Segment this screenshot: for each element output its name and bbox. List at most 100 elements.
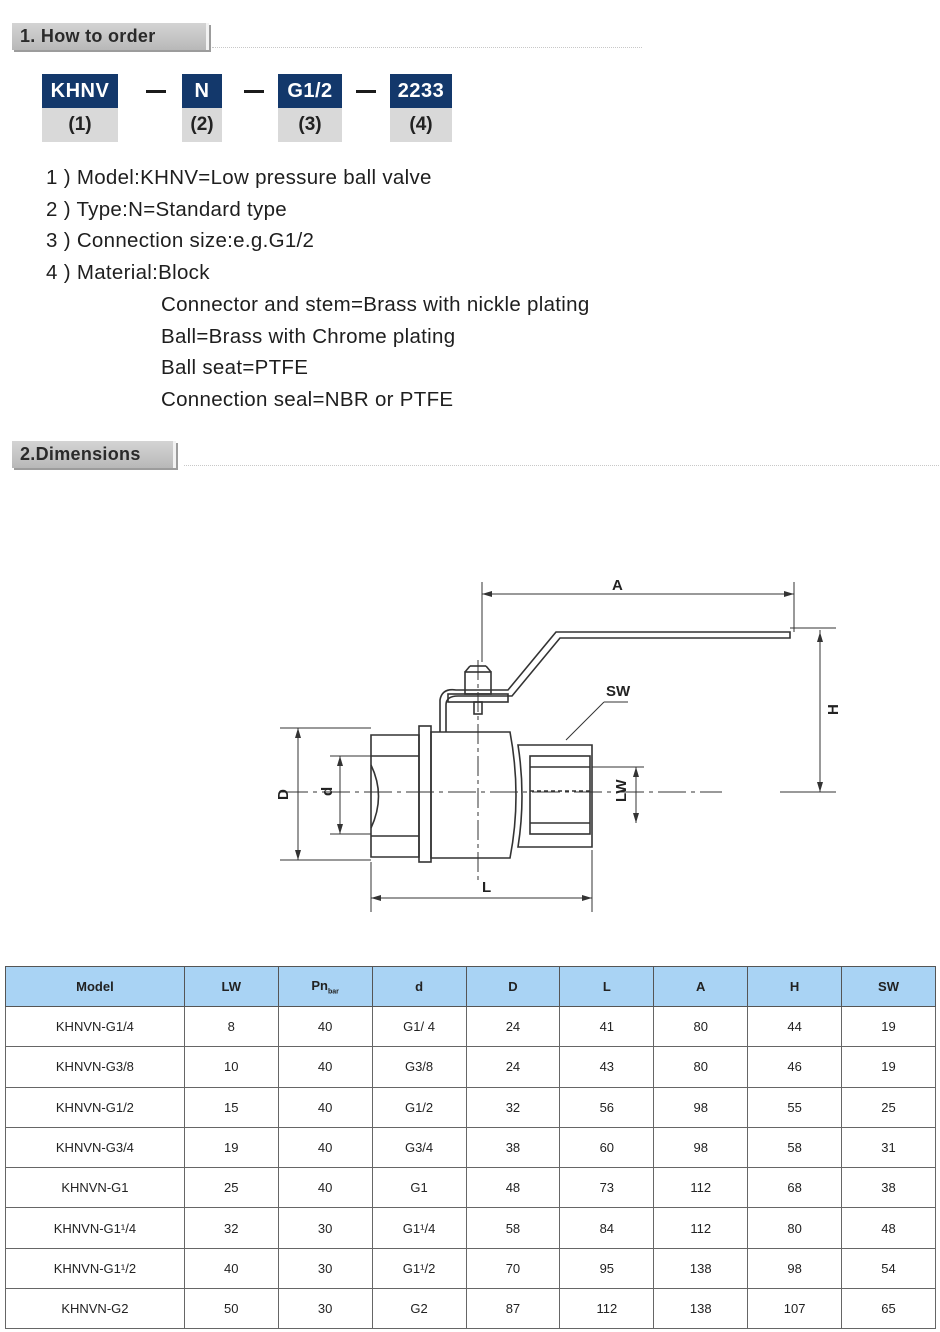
table-cell: 112 [559, 1288, 655, 1330]
section-dimensions-header: 2.Dimensions [12, 440, 939, 468]
table-cell: G1¹/2 [371, 1247, 467, 1290]
table-cell: 138 [653, 1247, 749, 1290]
table-cell: 112 [653, 1167, 749, 1209]
table-cell: G1 [371, 1167, 467, 1209]
table-cell: 56 [559, 1086, 655, 1128]
column-header-pn: Pn [311, 977, 328, 993]
label-sw: SW [606, 683, 631, 700]
table-cell: G3/4 [371, 1126, 467, 1169]
code-separator [356, 90, 376, 93]
table-cell: KHNVN-G3/8 [5, 1046, 185, 1088]
code-index: (4) [390, 108, 452, 142]
table-cell: 87 [465, 1288, 561, 1330]
label-h: H [825, 704, 842, 715]
code-type: N [182, 74, 222, 108]
code-size: G1/2 [278, 74, 342, 108]
label-lw: LW [613, 779, 630, 802]
table-cell: 43 [559, 1046, 655, 1088]
code-index: (3) [278, 108, 342, 142]
table-cell: 73 [559, 1167, 655, 1209]
table-cell: 19 [841, 1046, 936, 1088]
table-cell: 48 [841, 1207, 936, 1249]
table-cell: G1/2 [371, 1086, 467, 1128]
description-line: 4 ) Material:Block [46, 261, 210, 285]
code-model: KHNV [42, 74, 118, 108]
table-cell: 38 [465, 1126, 561, 1169]
table-cell: 40 [277, 1086, 373, 1128]
table-cell: 25 [183, 1167, 279, 1209]
table-cell: KHNVN-G1 [5, 1167, 185, 1209]
table-header-row: Model LW Pnbar d D L A H SW [5, 966, 936, 1007]
column-header-pn-unit: bar [328, 988, 339, 996]
table-cell: 48 [465, 1167, 561, 1209]
table-cell: 65 [841, 1288, 936, 1330]
table-cell: 32 [183, 1207, 279, 1249]
table-cell: 80 [653, 1046, 749, 1088]
table-cell: 38 [841, 1167, 936, 1209]
table-cell: KHNVN-G1¹/2 [5, 1247, 185, 1290]
order-code-part-1: KHNV (1) [42, 74, 118, 142]
table-cell: 98 [653, 1086, 749, 1128]
table-cell: 44 [747, 1005, 843, 1048]
table-cell: 55 [747, 1086, 843, 1128]
description-line: 2 ) Type:N=Standard type [46, 197, 288, 221]
order-code-part-4: 2233 (4) [390, 74, 452, 142]
label-d-inner: d [319, 787, 336, 796]
table-cell: 46 [747, 1046, 843, 1088]
table-cell: G3/8 [371, 1046, 467, 1088]
order-code-part-2: N (2) [182, 74, 222, 142]
right-threaded-end [517, 744, 593, 848]
valve-body [430, 731, 517, 859]
table-cell: 41 [559, 1005, 655, 1048]
table-cell: 70 [465, 1247, 561, 1290]
table-cell: KHNVN-G3/4 [5, 1126, 185, 1169]
column-header: LW [183, 966, 279, 1007]
material-line: Connector and stem=Brass with nickle pla… [161, 292, 590, 316]
table-cell: 54 [841, 1247, 936, 1290]
dotted-divider [184, 465, 939, 466]
table-cell: 84 [559, 1207, 655, 1249]
description-line: 3 ) Connection size:e.g.G1/2 [46, 229, 315, 253]
table-cell: 50 [183, 1288, 279, 1330]
table-cell: 107 [747, 1288, 843, 1330]
table-cell: 8 [183, 1005, 279, 1048]
column-header: SW [841, 966, 936, 1007]
table-cell: KHNVN-G1/4 [5, 1005, 185, 1048]
table-cell: G1/ 4 [371, 1005, 467, 1048]
table-cell: 15 [183, 1086, 279, 1128]
table-cell: 40 [277, 1005, 373, 1048]
table-cell: 31 [841, 1126, 936, 1169]
column-header: d [371, 966, 467, 1007]
column-header: H [747, 966, 843, 1007]
table-cell: G1¹/4 [371, 1207, 467, 1249]
table-cell: 68 [747, 1167, 843, 1209]
table-cell: 19 [183, 1126, 279, 1169]
table-cell: 112 [653, 1207, 749, 1249]
material-line: Connection seal=NBR or PTFE [161, 387, 454, 411]
table-cell: 95 [559, 1247, 655, 1290]
table-cell: 58 [465, 1207, 561, 1249]
section-title: 1. How to order [12, 23, 209, 50]
ball-valve-drawing: A H SW D d LW L [275, 577, 842, 912]
table-cell: 40 [277, 1167, 373, 1209]
table-cell: 40 [183, 1247, 279, 1290]
column-header: A [653, 966, 749, 1007]
label-d-outer: D [275, 789, 292, 800]
table-cell: 30 [277, 1207, 373, 1249]
order-code: KHNV (1) N (2) G1/2 (3) 2233 (4) [0, 74, 940, 144]
column-header: Model [5, 966, 185, 1007]
label-a: A [612, 577, 623, 594]
code-index: (2) [182, 108, 222, 142]
section-how-to-order-header: 1. How to order [12, 22, 642, 50]
table-cell: 32 [465, 1086, 561, 1128]
table-cell: 98 [653, 1126, 749, 1169]
column-header: D [465, 966, 561, 1007]
section-title: 2.Dimensions [12, 441, 176, 468]
